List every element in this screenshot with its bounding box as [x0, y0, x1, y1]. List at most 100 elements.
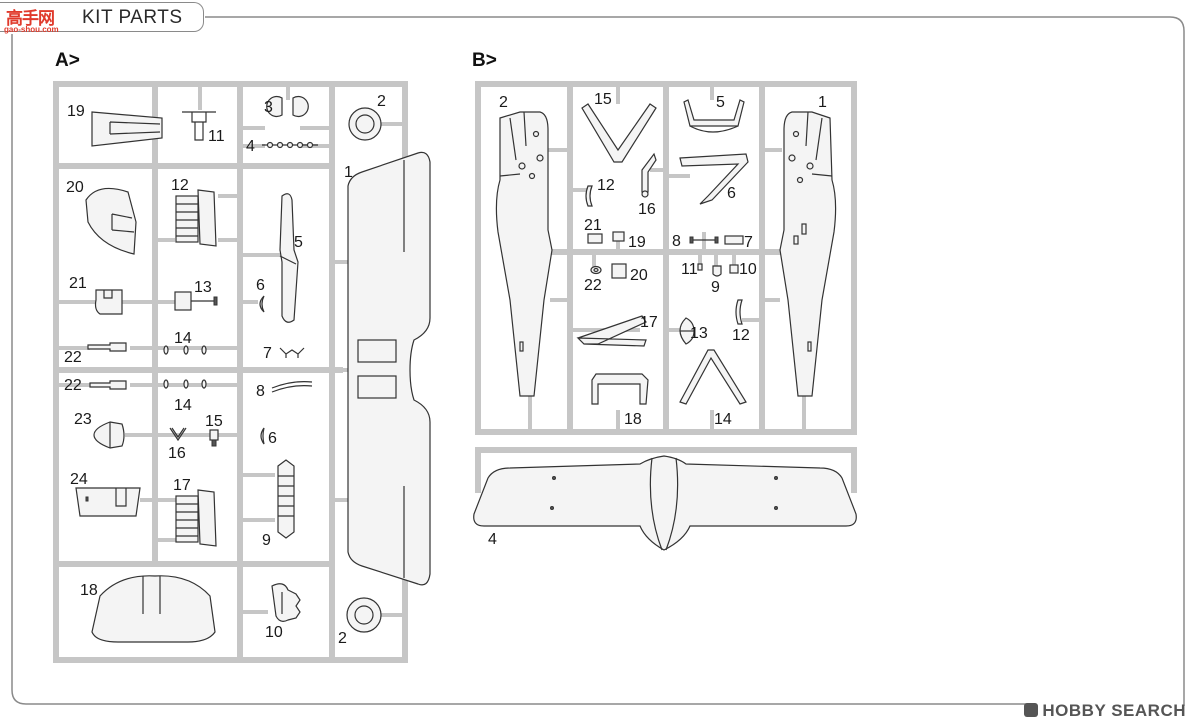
part-a12: 12 — [171, 177, 217, 247]
part-b18: 18 — [591, 373, 649, 428]
part-b19: 19 — [612, 231, 646, 251]
svg-text:11: 11 — [681, 261, 698, 278]
part-b4-lower-wing: 4 — [473, 455, 857, 551]
part-a15: 15 — [205, 413, 223, 447]
svg-text:2: 2 — [377, 93, 386, 110]
part-a16: 16 — [168, 427, 187, 462]
svg-text:13: 13 — [194, 279, 212, 296]
svg-text:12: 12 — [597, 177, 615, 194]
svg-text:10: 10 — [739, 261, 757, 278]
svg-text:3: 3 — [264, 99, 273, 116]
part-a11: 11 — [182, 111, 225, 145]
part-b14: 14 — [679, 349, 747, 428]
svg-text:11: 11 — [208, 128, 225, 145]
svg-text:15: 15 — [205, 413, 223, 430]
part-a9: 9 — [262, 459, 295, 549]
part-a2-bottom: 2 — [338, 597, 382, 647]
part-a21: 21 — [69, 275, 123, 315]
svg-text:4: 4 — [488, 531, 497, 548]
svg-text:7: 7 — [744, 234, 753, 251]
part-a22-lower: 22 — [64, 377, 127, 394]
sprue-a-label: A> — [55, 50, 80, 71]
svg-text:22: 22 — [584, 277, 602, 294]
svg-text:6: 6 — [256, 277, 265, 294]
svg-text:20: 20 — [66, 179, 84, 196]
part-b12-lower: 12 — [732, 299, 750, 344]
svg-text:2: 2 — [499, 94, 508, 111]
part-a14-upper: 14 — [163, 330, 207, 355]
svg-text:15: 15 — [594, 91, 612, 108]
hobby-search-icon — [1024, 703, 1039, 717]
part-a2-top: 2 — [348, 93, 386, 141]
svg-text:16: 16 — [168, 445, 186, 462]
part-a1-upper-wing: 1 — [344, 151, 431, 586]
svg-text:16: 16 — [638, 201, 656, 218]
svg-text:9: 9 — [262, 532, 271, 549]
svg-text:14: 14 — [714, 411, 732, 428]
part-b15: 15 — [581, 91, 657, 163]
part-a8: 8 — [256, 381, 313, 400]
part-a22-upper: 22 — [64, 342, 127, 366]
sprue-a: A> — [53, 50, 431, 663]
part-b22: 22 — [584, 265, 602, 294]
svg-text:19: 19 — [67, 103, 85, 120]
svg-text:5: 5 — [716, 94, 725, 111]
svg-text:9: 9 — [711, 279, 720, 296]
part-b7: 7 — [724, 234, 753, 251]
svg-text:6: 6 — [727, 185, 736, 202]
header: 高手网 gao-shou.com KIT PARTS — [0, 0, 205, 34]
part-a6-upper: 6 — [256, 277, 265, 313]
svg-text:21: 21 — [69, 275, 87, 292]
svg-text:24: 24 — [70, 471, 88, 488]
part-a14-lower: 14 — [163, 379, 207, 414]
part-a20: 20 — [66, 179, 137, 255]
svg-text:8: 8 — [672, 233, 681, 250]
part-a4: 4 — [246, 138, 318, 155]
part-a17: 17 — [173, 477, 217, 547]
part-a6-lower: 6 — [260, 427, 277, 447]
svg-text:2: 2 — [338, 630, 347, 647]
part-b10: 10 — [729, 261, 757, 278]
svg-text:22: 22 — [64, 349, 82, 366]
page-title: KIT PARTS — [82, 7, 183, 28]
part-b8: 8 — [672, 233, 719, 250]
svg-text:17: 17 — [173, 477, 191, 494]
svg-text:18: 18 — [80, 582, 98, 599]
part-b12-upper: 12 — [585, 177, 615, 207]
svg-text:23: 23 — [74, 411, 92, 428]
part-a19: 19 — [67, 103, 163, 147]
svg-text:1: 1 — [818, 94, 827, 111]
svg-text:21: 21 — [584, 217, 602, 234]
part-b6: 6 — [679, 153, 749, 205]
part-a5: 5 — [279, 193, 303, 323]
watermark: HOBBY SEARCH — [1024, 701, 1186, 721]
sprue-b-label: B> — [472, 50, 497, 71]
svg-text:18: 18 — [624, 411, 642, 428]
part-a23: 23 — [74, 411, 125, 449]
svg-text:17: 17 — [640, 314, 658, 331]
part-b20: 20 — [611, 263, 648, 284]
part-a3: 3 — [264, 95, 309, 118]
part-b11: 11 — [681, 261, 703, 278]
svg-text:13: 13 — [690, 325, 708, 342]
sprue-b-frame — [475, 81, 857, 493]
svg-text:6: 6 — [268, 430, 277, 447]
svg-text:1: 1 — [344, 164, 353, 181]
part-b16: 16 — [638, 152, 657, 218]
svg-text:14: 14 — [174, 397, 192, 414]
svg-text:12: 12 — [732, 327, 750, 344]
part-b2-fuselage-left: 2 — [495, 94, 553, 397]
part-b9: 9 — [711, 265, 722, 296]
site-logo: 高手网 — [6, 9, 55, 29]
part-a7: 7 — [263, 345, 305, 362]
svg-text:19: 19 — [628, 234, 646, 251]
svg-text:5: 5 — [294, 234, 303, 251]
svg-text:14: 14 — [174, 330, 192, 347]
header-box — [0, 2, 204, 32]
part-b13: 13 — [679, 317, 708, 345]
part-b17: 17 — [576, 314, 658, 347]
watermark-text: HOBBY SEARCH — [1042, 701, 1186, 720]
svg-text:8: 8 — [256, 383, 265, 400]
part-b5: 5 — [683, 94, 745, 133]
